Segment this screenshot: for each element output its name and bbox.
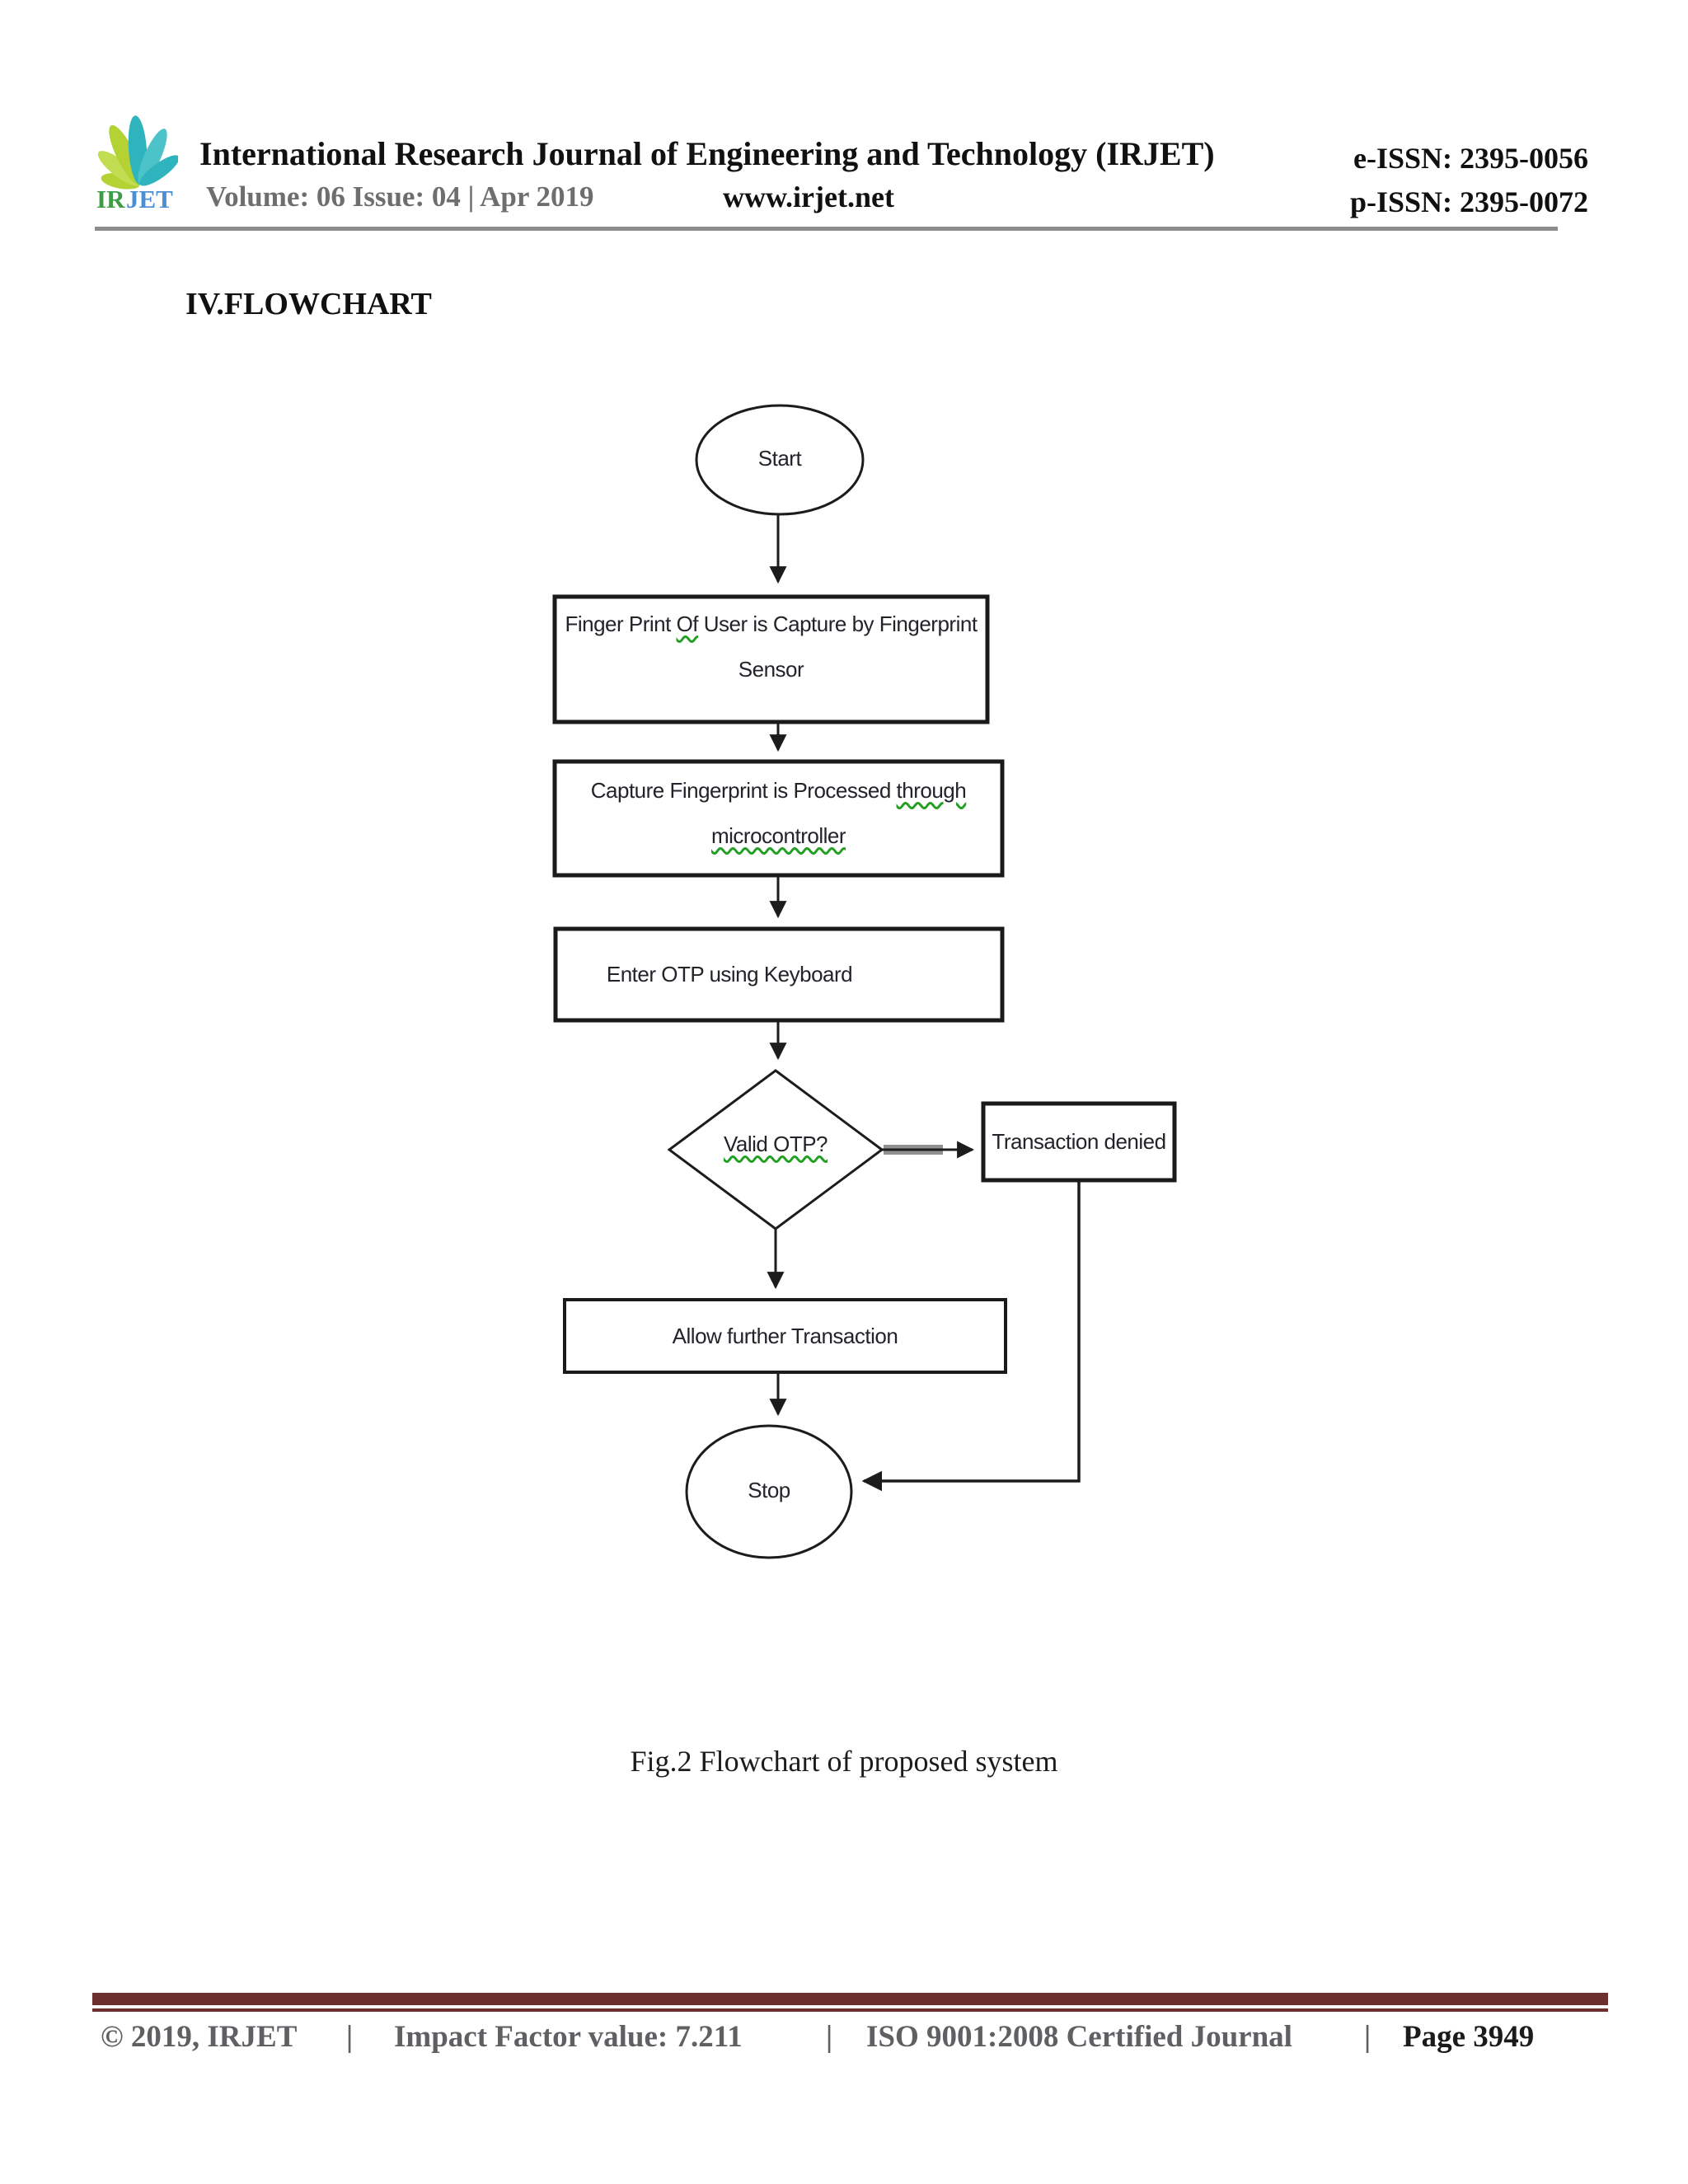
journal-website: www.irjet.net — [723, 180, 894, 213]
box2-line1: Capture Fingerprint is Processed through — [590, 778, 967, 803]
process-box-microcontroller — [552, 759, 1005, 878]
box3-label: Enter OTP using Keyboard — [606, 962, 853, 987]
irjet-logo: IR JET — [96, 115, 178, 213]
process-box-enter-otp — [553, 926, 1005, 1023]
decision-label: Valid OTP? — [669, 1132, 882, 1157]
process-box-allow-transaction — [563, 1298, 1007, 1374]
footer-separator: | — [826, 2020, 833, 2054]
process-box-transaction-denied — [981, 1101, 1177, 1183]
arrow-denied-to-stop — [861, 1180, 1081, 1492]
footer-copyright: © 2019, IRJET — [101, 2020, 298, 2054]
logo-text-ir: IR — [96, 185, 125, 213]
spellcheck-word: Of — [676, 612, 699, 636]
footer-separator: | — [346, 2020, 354, 2054]
volume-issue-line: Volume: 06 Issue: 04 | Apr 2019 — [206, 180, 594, 213]
figure-caption: Fig.2 Flowchart of proposed system — [630, 1745, 1058, 1778]
footer-separator: | — [1364, 2020, 1372, 2054]
decision-diamond-valid-otp — [667, 1069, 884, 1230]
box1-label: Finger Print Of User is Capture by Finge… — [555, 602, 987, 692]
allow-label: Allow further Transaction — [672, 1323, 898, 1348]
leaf-icon — [139, 155, 178, 186]
start-label: Start — [757, 446, 802, 471]
footer-iso: ISO 9001:2008 Certified Journal — [866, 2020, 1292, 2054]
start-ellipse — [695, 404, 865, 516]
denied-label: Transaction denied — [992, 1129, 1166, 1154]
footer-impact-factor: Impact Factor value: 7.211 — [394, 2020, 743, 2054]
header-divider — [95, 227, 1558, 231]
e-issn: e-ISSN: 2395-0056 — [1353, 142, 1588, 175]
footer-rule-thick — [92, 1993, 1608, 2005]
logo-text-jet: JET — [126, 185, 173, 213]
box2-label: Capture Fingerprint is Processed through… — [555, 768, 1002, 859]
footer-rule-thin — [92, 2008, 1608, 2012]
box1-line1: Finger Print Of User is Capture by Finge… — [565, 612, 978, 636]
spellcheck-word: through — [896, 778, 967, 803]
section-heading: IV.FLOWCHART — [185, 287, 432, 321]
process-box-fingerprint-capture — [552, 594, 990, 724]
leaf-icon — [138, 129, 167, 185]
logo-leaves — [97, 115, 178, 190]
stop-ellipse — [685, 1424, 853, 1559]
box1-line2: Sensor — [738, 657, 804, 682]
box2-line2: microcontroller — [555, 813, 1002, 859]
spellcheck-word: Valid OTP? — [723, 1132, 828, 1156]
journal-title: International Research Journal of Engine… — [199, 135, 1215, 172]
stop-label: Stop — [748, 1478, 790, 1502]
footer-page-number: Page 3949 — [1403, 2020, 1535, 2054]
spellcheck-word: microcontroller — [711, 823, 846, 848]
p-issn: p-ISSN: 2395-0072 — [1349, 185, 1588, 218]
